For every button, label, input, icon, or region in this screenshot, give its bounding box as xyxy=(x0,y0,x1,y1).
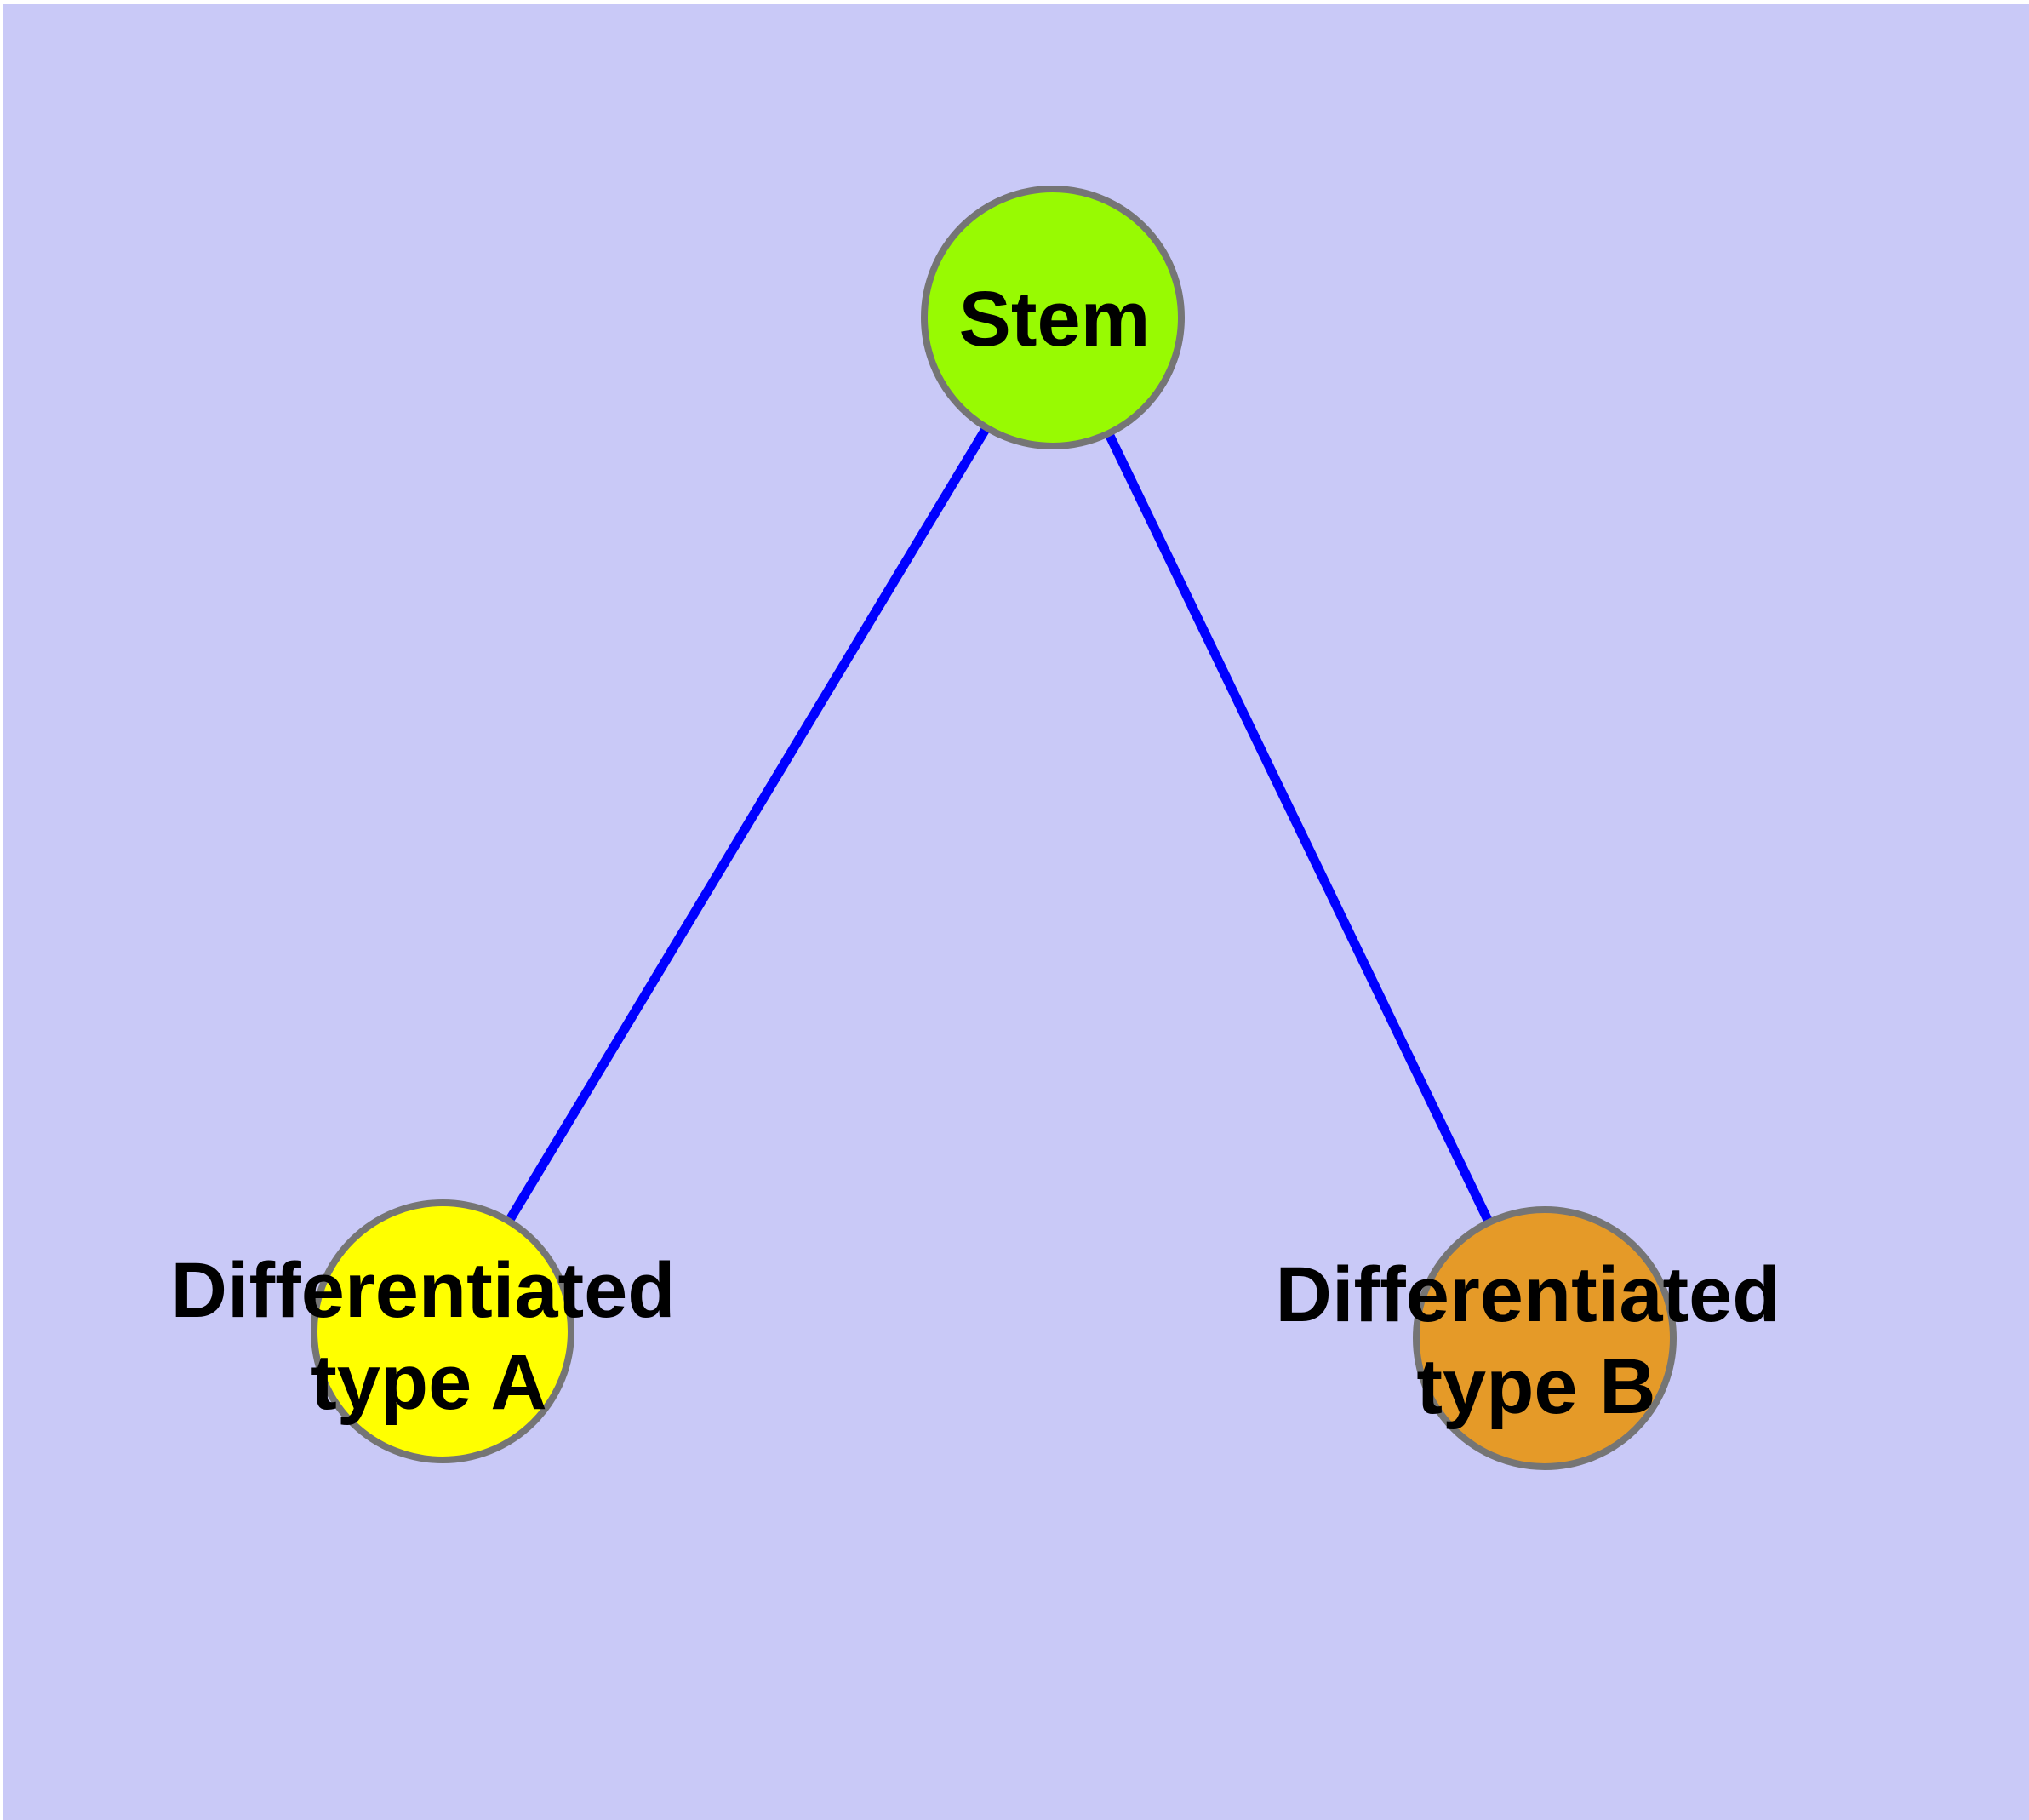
node-differentiated-type-a-circle xyxy=(311,1199,574,1463)
node-differentiated-type-b-label-line2: type B xyxy=(1416,1343,1655,1430)
node-stem-circle xyxy=(921,186,1185,449)
node-stem-label: Stem xyxy=(959,276,1151,363)
node-differentiated-type-a: Differentiated type A xyxy=(171,1199,676,1463)
edge-stem-to-type-a xyxy=(438,315,1057,1334)
node-differentiated-type-b-label-line1: Differentiated xyxy=(1276,1251,1780,1338)
node-stem: Stem xyxy=(921,186,1185,449)
node-differentiated-type-a-label-line1: Differentiated xyxy=(171,1247,676,1334)
node-differentiated-type-a-label-line2: type A xyxy=(311,1339,547,1426)
node-differentiated-type-b: Differentiated type B xyxy=(1276,1206,1780,1470)
edge-stem-to-type-b xyxy=(1049,315,1549,1341)
page-edge-left xyxy=(0,0,3,1820)
page-edge-top xyxy=(0,0,2029,4)
node-differentiated-type-b-circle xyxy=(1413,1206,1677,1470)
